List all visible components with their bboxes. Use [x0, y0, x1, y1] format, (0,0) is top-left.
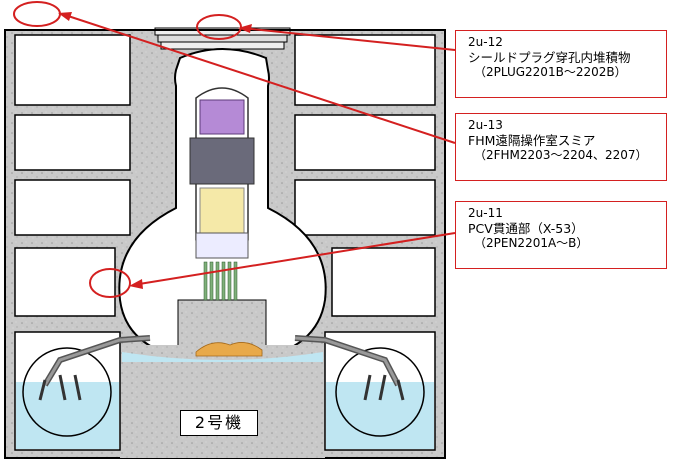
core-shroud-lower — [195, 232, 249, 259]
suppression-chamber-left — [14, 331, 151, 451]
suppression-chamber-right — [294, 331, 436, 451]
room-right-3 — [294, 179, 436, 236]
leader-2u-13 — [61, 13, 456, 144]
callout-title: PCV貫通部（X-53） — [468, 221, 584, 236]
room-right-1 — [294, 34, 436, 106]
room-right-2 — [294, 114, 436, 171]
arrowhead-2u-13 — [58, 12, 72, 21]
room-right-4 — [331, 247, 436, 317]
unit-label: 2号機 — [180, 410, 258, 436]
callout-id: 2u-13 — [468, 118, 503, 132]
marker-2u-11 — [89, 268, 131, 298]
callout-codes: （2PEN2201A～B） — [474, 236, 589, 250]
callout-2u-11: 2u-11 PCV貫通部（X-53） （2PEN2201A～B） — [455, 201, 667, 269]
callout-title: シールドプラグ穿孔内堆積物 — [468, 50, 631, 65]
steam-dryer — [199, 99, 245, 135]
callout-title: FHM遠隔操作室スミア — [468, 133, 596, 148]
core-fuel — [199, 187, 245, 234]
marker-2u-13 — [13, 1, 61, 27]
callout-id: 2u-12 — [468, 35, 503, 49]
steam-separator — [189, 137, 255, 185]
room-left-2 — [14, 114, 131, 171]
leader-2u-11 — [132, 232, 456, 286]
callout-id: 2u-11 — [468, 206, 503, 220]
shield-plug-layer-3 — [160, 41, 285, 50]
room-left-3 — [14, 179, 131, 236]
callout-codes: （2FHM2203～2204、2207） — [474, 148, 648, 162]
arrowhead-2u-11 — [129, 279, 143, 289]
callout-2u-12: 2u-12 シールドプラグ穿孔内堆積物 （2PLUG2201B～2202B） — [455, 30, 667, 98]
callout-2u-13: 2u-13 FHM遠隔操作室スミア （2FHM2203～2204、2207） — [455, 113, 667, 181]
debris-deposit — [195, 342, 263, 357]
pedestal-water — [122, 352, 323, 362]
marker-2u-12 — [196, 14, 242, 40]
control-rod-drives — [203, 261, 238, 301]
arrowhead-2u-12 — [238, 24, 252, 33]
basemat — [120, 345, 325, 458]
callout-codes: （2PLUG2201B～2202B） — [474, 65, 627, 79]
leader-2u-12 — [241, 27, 456, 51]
room-left-1 — [14, 34, 131, 106]
room-left-4 — [14, 247, 116, 317]
